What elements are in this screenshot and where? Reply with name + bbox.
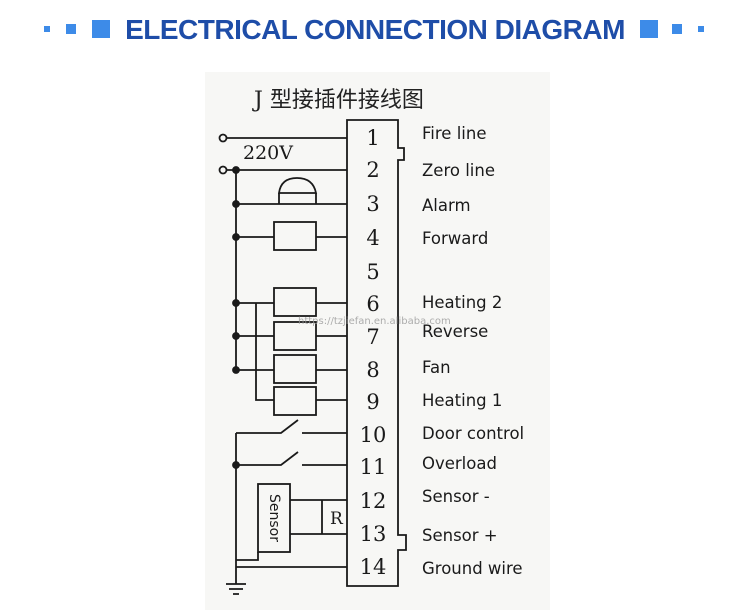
label-fan: Fan [422,358,451,377]
label-overload: Overload [422,454,497,473]
relay-fan [273,354,317,384]
decor-square [698,26,704,32]
decor-square [66,24,76,34]
watermark: https://tzjiefan.en.alibaba.com [298,316,451,327]
diagram-title: J 型接插件接线图 [254,88,424,113]
pin-number: 14 [359,555,387,579]
label-fire-line: Fire line [422,124,487,143]
page-title: ELECTRICAL CONNECTION DIAGRAM [125,14,625,45]
pin-number: 2 [366,158,380,182]
pin-number: 9 [366,390,380,414]
connector-body [346,119,407,587]
label-sensor-minus: Sensor - [422,487,490,506]
sensor-label: Sensor [266,494,282,542]
diagram-background [205,72,550,610]
pin-number: 5 [366,260,380,284]
label-heating-1: Heating 1 [422,391,503,410]
decor-square [92,20,110,38]
relay-heating2 [273,287,317,317]
label-door-control: Door control [422,424,525,443]
switch-overload [236,451,347,466]
terminal-n [218,165,228,175]
label-zero-line: Zero line [422,161,495,180]
pin-number: 12 [359,489,387,513]
ground-symbol [226,575,246,595]
pin-number: 11 [359,455,387,479]
voltage-label: 220V [243,142,293,164]
pin-number: 13 [359,522,387,546]
label-forward: Forward [422,229,489,248]
pin-number: 10 [359,423,387,447]
label-alarm: Alarm [422,196,471,215]
resistor-label: R [330,509,343,529]
decor-square [672,24,682,34]
decor-square [640,20,658,38]
terminal-l [218,133,228,143]
label-ground-wire: Ground wire [422,559,523,578]
relay-heating1 [273,386,317,416]
pin-number: 1 [366,126,380,150]
pin-number: 3 [366,192,380,216]
label-heating-2: Heating 2 [422,293,503,312]
label-reverse: Reverse [422,322,489,341]
pin-number: 7 [366,325,380,349]
pin-number: 4 [366,226,380,250]
switch-door [236,419,347,434]
label-sensor-plus: Sensor + [422,526,498,545]
pin-number: 6 [366,292,380,316]
relay-forward [273,221,317,251]
header-banner: ELECTRICAL CONNECTION DIAGRAM [0,0,750,64]
decor-square [44,26,50,32]
pin-number: 8 [366,358,380,382]
alarm-bell [277,177,318,194]
sensor-box [257,483,291,553]
